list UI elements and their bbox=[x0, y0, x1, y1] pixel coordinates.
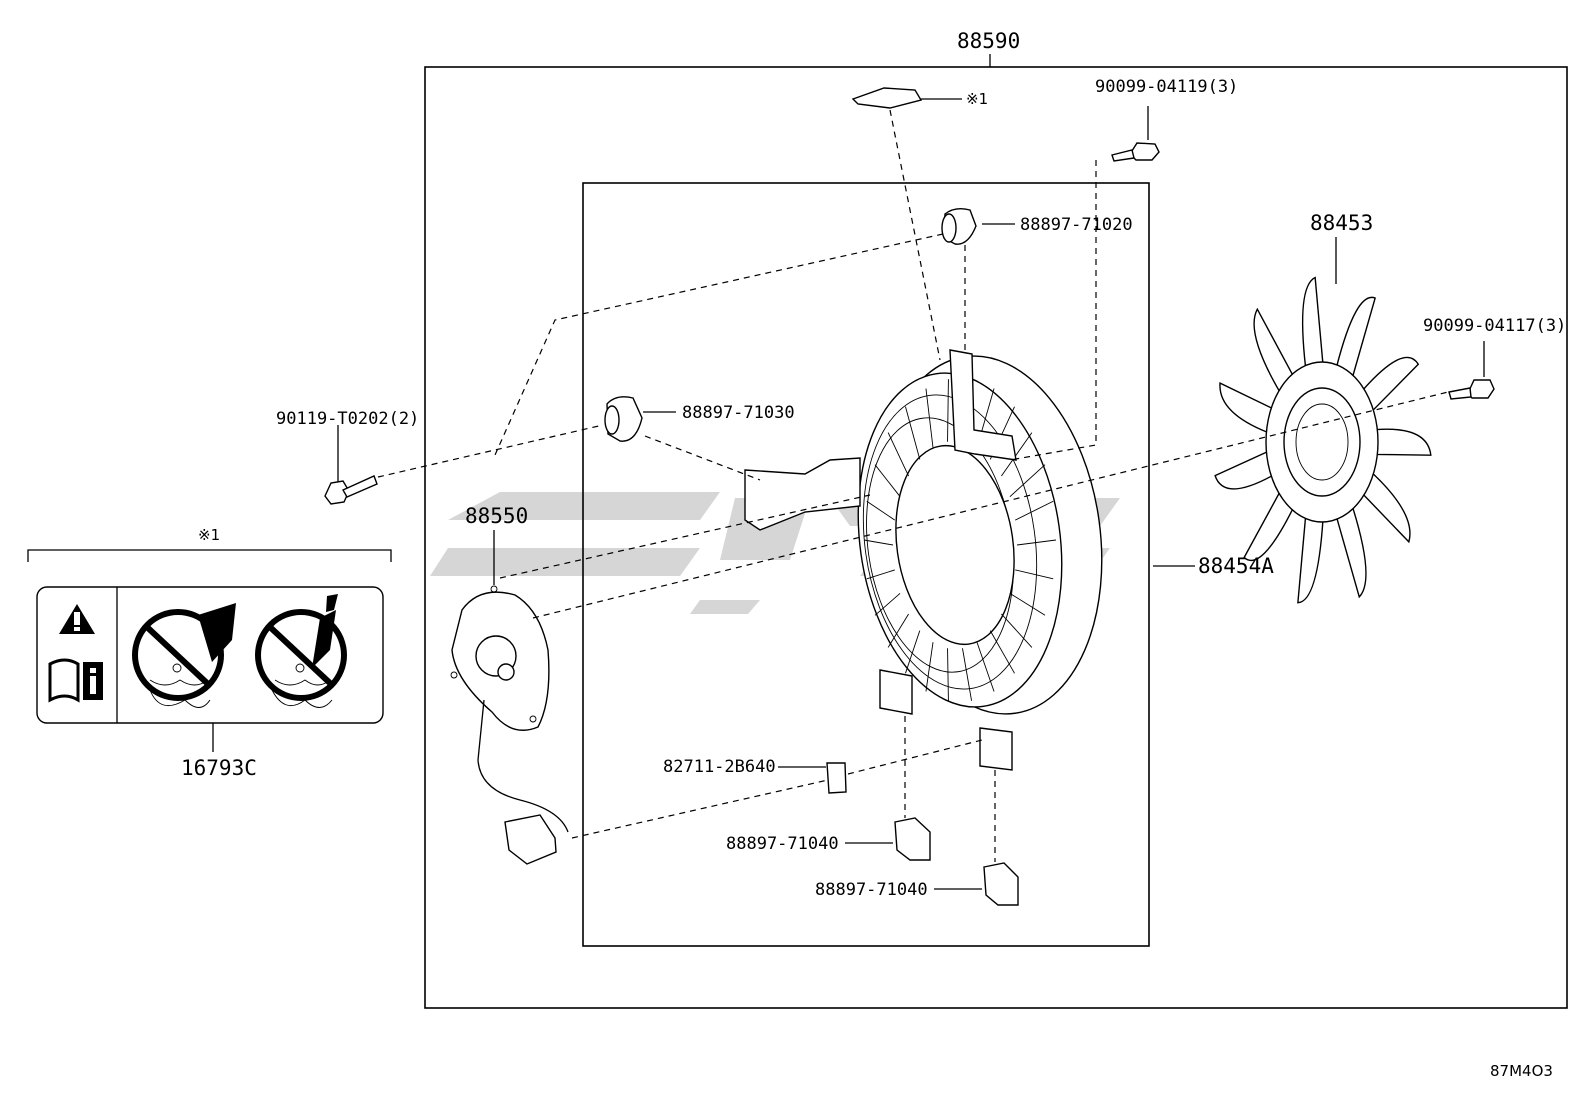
manual-info-icon bbox=[48, 658, 103, 703]
label-bolt-right: 90099-04117(3) bbox=[1423, 316, 1566, 336]
shroud-rib bbox=[866, 569, 895, 580]
label-assembly: 88590 bbox=[957, 29, 1020, 53]
bracket-88897-71040-a bbox=[845, 817, 931, 861]
shroud-ribs bbox=[863, 379, 1057, 701]
fan-blade bbox=[1335, 505, 1367, 599]
label-shroud: 88454A bbox=[1198, 554, 1274, 578]
label-cushion-left: 88897-71030 bbox=[682, 403, 795, 423]
fan-blade bbox=[1243, 490, 1294, 562]
fan-blade bbox=[1301, 276, 1324, 369]
fan-blade bbox=[1219, 382, 1274, 434]
cushion-88897-71020 bbox=[941, 207, 1015, 245]
no-hand-fan-icon bbox=[132, 603, 236, 708]
fan-blade bbox=[1335, 296, 1376, 379]
shroud-rib bbox=[887, 432, 909, 477]
assembly-frame bbox=[424, 66, 1568, 1009]
shroud-rib bbox=[874, 592, 901, 616]
shroud-rib bbox=[976, 642, 995, 692]
shroud-rib bbox=[1009, 592, 1046, 616]
shroud-rib bbox=[989, 630, 1015, 674]
label-bracket-a: 88897-71040 bbox=[726, 834, 839, 854]
bolt-90119-T0202 bbox=[324, 425, 378, 505]
label-caution-note-mark: ※1 bbox=[198, 526, 220, 544]
shroud-rib bbox=[874, 464, 901, 497]
fan-blade bbox=[1362, 356, 1420, 413]
shroud-rib bbox=[1001, 432, 1033, 477]
fan-blades bbox=[1214, 276, 1432, 604]
clip-82711-2B640 bbox=[778, 762, 847, 794]
cushion-88897-71030 bbox=[604, 396, 676, 442]
shroud-rib bbox=[1001, 613, 1033, 648]
shroud-rib bbox=[863, 539, 894, 546]
shroud-rib bbox=[962, 648, 973, 701]
shroud-rib bbox=[905, 630, 921, 674]
assembly-guide-lines bbox=[377, 109, 1449, 862]
no-tool-fan-icon bbox=[255, 594, 347, 708]
fan-blade bbox=[1214, 450, 1274, 490]
label-note-mark: ※1 bbox=[966, 90, 988, 108]
shroud-rib bbox=[1016, 539, 1057, 546]
motor-88550 bbox=[450, 530, 569, 865]
shroud-rib bbox=[866, 500, 896, 521]
warning-triangle-icon bbox=[59, 604, 95, 634]
shroud-rib bbox=[925, 642, 934, 692]
shroud-rib bbox=[947, 379, 949, 442]
fan-blade bbox=[1362, 471, 1411, 544]
shroud-group-frame bbox=[582, 182, 1150, 947]
label-fan: 88453 bbox=[1310, 211, 1373, 235]
shroud-88454A bbox=[744, 349, 1195, 771]
caution-label-16793C bbox=[36, 586, 384, 752]
bolt-90099-04119 bbox=[1111, 106, 1160, 162]
label-motor: 88550 bbox=[465, 504, 528, 528]
shroud-rib bbox=[1009, 464, 1046, 498]
shroud-rib bbox=[925, 388, 934, 448]
fan-88453 bbox=[1214, 237, 1432, 604]
label-bracket-b: 88897-71040 bbox=[815, 880, 928, 900]
fan-blade bbox=[1375, 428, 1432, 456]
label-cushion-top: 88897-71020 bbox=[1020, 215, 1133, 235]
label-caution: 16793C bbox=[181, 756, 257, 780]
bolt-90099-04117 bbox=[1448, 341, 1495, 400]
fan-blade bbox=[1253, 307, 1294, 394]
fan-blade bbox=[1297, 515, 1324, 604]
shroud-rib bbox=[1015, 569, 1054, 580]
shroud-rib bbox=[905, 406, 921, 460]
shroud-rib bbox=[1014, 500, 1054, 521]
label-bolt-top: 90099-04119(3) bbox=[1095, 77, 1238, 97]
bracket-88897-71040-b bbox=[934, 862, 1019, 906]
shroud-rib bbox=[947, 648, 949, 701]
sticker-sheet-part bbox=[851, 87, 962, 109]
caution-label-bracket bbox=[27, 549, 392, 562]
shroud-rib bbox=[887, 613, 909, 648]
label-bolt-left: 90119-T0202(2) bbox=[276, 409, 419, 429]
label-clip: 82711-2B640 bbox=[663, 757, 776, 777]
label-diagram-code: 87M4O3 bbox=[1490, 1062, 1553, 1080]
